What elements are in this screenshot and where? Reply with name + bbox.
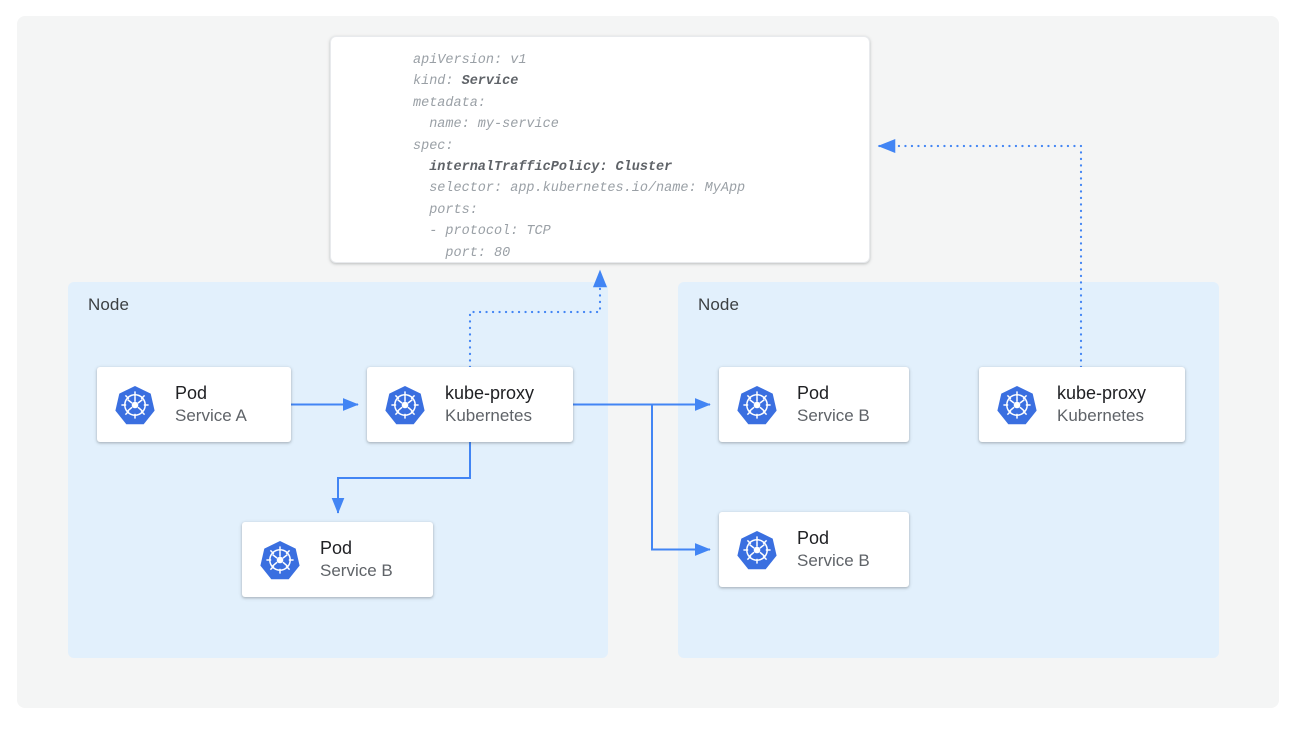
card-subtitle: Service A — [175, 405, 247, 425]
card-subtitle: Service B — [320, 560, 393, 580]
card-pod-service-a[interactable]: Pod Service A — [97, 367, 291, 442]
card-text: kube-proxy Kubernetes — [1057, 383, 1146, 427]
card-title: Pod — [797, 382, 830, 403]
card-subtitle: Service B — [797, 550, 870, 570]
node-container-left: Node — [68, 282, 608, 658]
card-subtitle: Kubernetes — [445, 405, 532, 425]
kubernetes-icon — [383, 383, 427, 427]
card-title: kube-proxy — [445, 382, 535, 403]
manifest-line-kind-value: Service — [461, 74, 519, 90]
card-title: Pod — [797, 527, 830, 548]
kubernetes-icon — [113, 383, 157, 427]
card-text: kube-proxy Kubernetes — [445, 383, 534, 427]
kubernetes-icon — [735, 528, 779, 572]
node-label-left: Node — [88, 295, 130, 314]
card-pod-service-b-local[interactable]: Pod Service B — [242, 522, 433, 597]
manifest-line-spec: spec: — [413, 138, 454, 154]
card-pod-service-b-remote-bottom[interactable]: Pod Service B — [719, 512, 909, 587]
card-text: Pod Service B — [797, 528, 870, 572]
card-pod-service-b-remote-top[interactable]: Pod Service B — [719, 367, 909, 442]
service-manifest-card: apiVersion: v1 kind: Service metadata: n… — [330, 36, 870, 263]
manifest-line-name: name: my-service — [413, 117, 559, 133]
card-title: Pod — [175, 382, 208, 403]
kubernetes-icon — [995, 383, 1039, 427]
manifest-line-kind-key: kind: — [413, 74, 462, 90]
manifest-line-protocol: - protocol: TCP — [413, 224, 551, 240]
service-manifest-code: apiVersion: v1 kind: Service metadata: n… — [413, 50, 746, 262]
manifest-line-internaltrafficpolicy: internalTrafficPolicy: Cluster — [413, 160, 673, 176]
node-label-right: Node — [698, 295, 740, 314]
card-title: Pod — [320, 537, 353, 558]
manifest-line-apiversion: apiVersion: v1 — [413, 53, 527, 68]
card-text: Pod Service B — [320, 538, 393, 582]
card-title: kube-proxy — [1057, 382, 1147, 403]
manifest-line-metadata: metadata: — [413, 95, 486, 111]
card-text: Pod Service A — [175, 383, 247, 427]
card-subtitle: Service B — [797, 405, 870, 425]
kubernetes-icon — [735, 383, 779, 427]
node-container-right: Node — [678, 282, 1219, 658]
card-subtitle: Kubernetes — [1057, 405, 1144, 425]
manifest-line-ports: ports: — [413, 202, 478, 218]
card-text: Pod Service B — [797, 383, 870, 427]
card-kube-proxy-right[interactable]: kube-proxy Kubernetes — [979, 367, 1185, 442]
card-kube-proxy-left[interactable]: kube-proxy Kubernetes — [367, 367, 573, 442]
kubernetes-icon — [258, 538, 302, 582]
manifest-line-selector: selector: app.kubernetes.io/name: MyApp — [413, 181, 746, 197]
manifest-line-port: port: 80 — [413, 245, 511, 261]
